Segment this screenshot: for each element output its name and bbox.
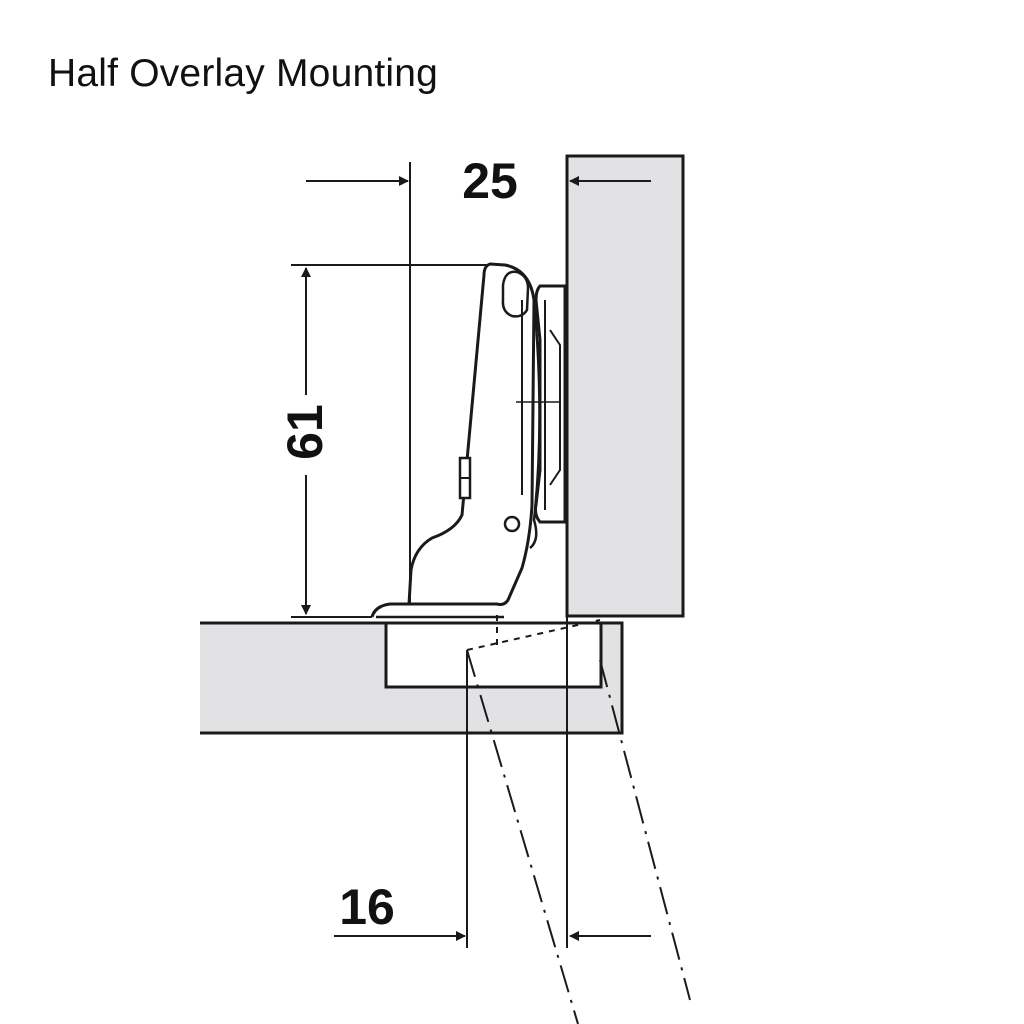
mounting-plate-detail xyxy=(544,300,561,510)
hinge-cup xyxy=(384,621,603,689)
dim-16-label: 16 xyxy=(339,879,395,935)
swing-line-outer xyxy=(599,659,691,1001)
hinge-arm-outer-curve xyxy=(529,299,541,549)
adjustment-screw xyxy=(503,515,521,533)
swing-line-top xyxy=(466,619,601,651)
swing-line-inner xyxy=(466,649,579,1024)
hinge-arm-knuckle xyxy=(501,270,530,318)
diagram-title: Half Overlay Mounting xyxy=(48,52,439,95)
hinge-arm xyxy=(370,262,536,618)
dim-61-label: 61 xyxy=(277,404,333,460)
cabinet-side-panel xyxy=(565,154,685,618)
dim-25-label: 25 xyxy=(462,153,518,209)
